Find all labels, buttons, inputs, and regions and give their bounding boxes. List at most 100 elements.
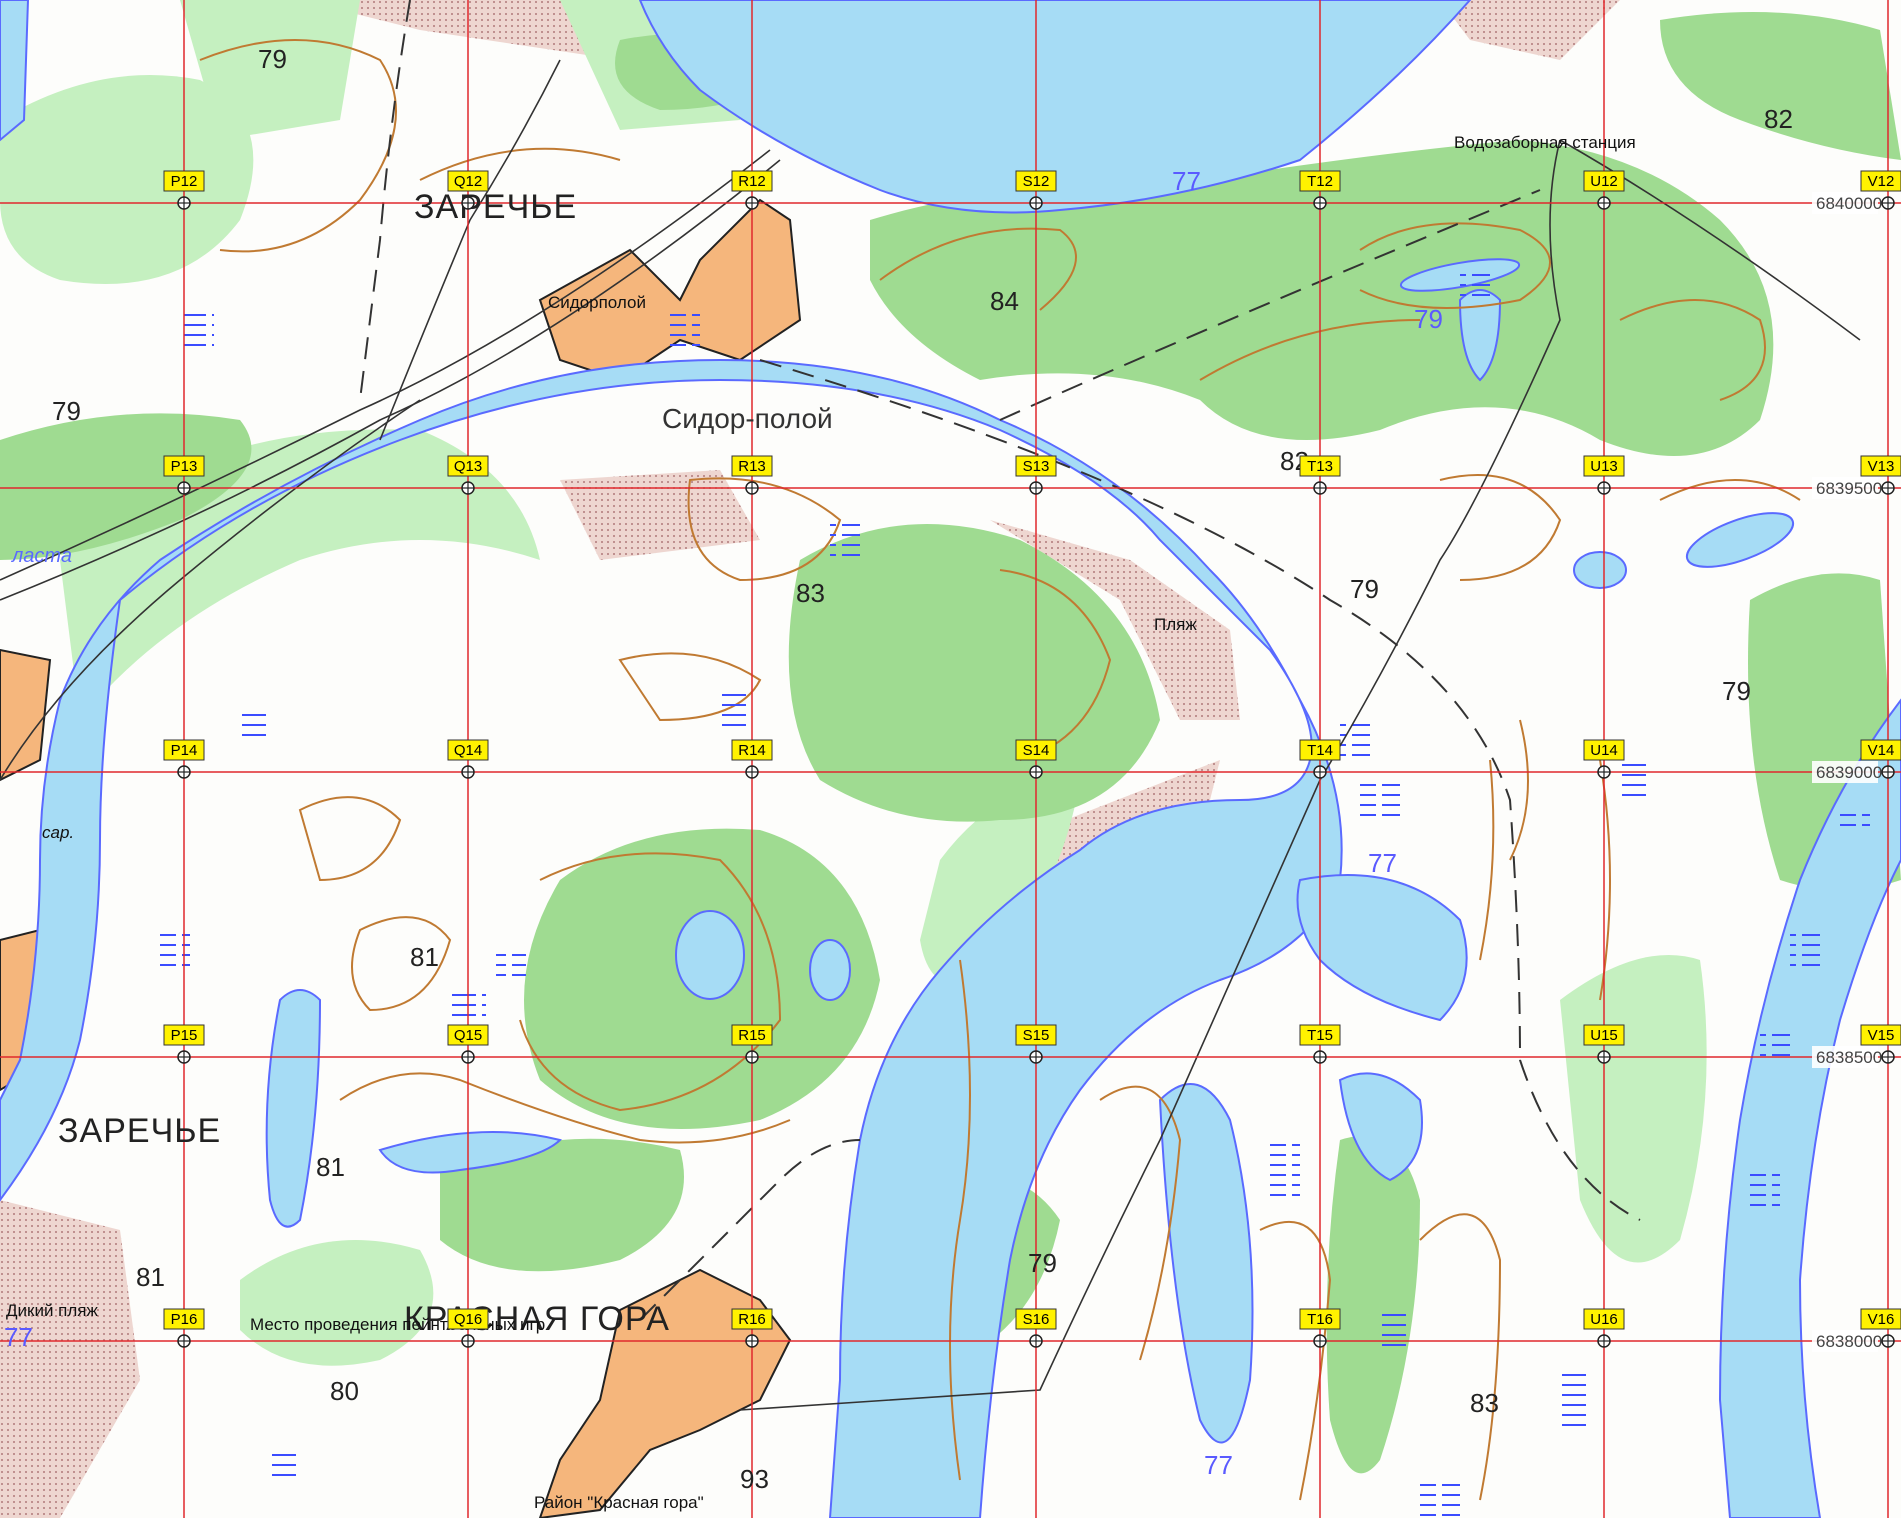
grid-cell-label-bg: [163, 455, 205, 477]
northing-label-text: 6840000: [1816, 194, 1882, 213]
grid-cell-label[interactable]: S13: [1015, 455, 1057, 495]
grid-cell-label[interactable]: Q13: [447, 455, 489, 495]
grid-cell-label-text: Q15: [454, 1027, 482, 1044]
grid-cell-label[interactable]: U13: [1583, 455, 1625, 495]
grid-cell-label-text: T13: [1307, 458, 1333, 475]
grid-cell-label[interactable]: R16: [731, 1308, 773, 1348]
water-level-label: 77: [1172, 166, 1201, 196]
grid-cell-label-text: R16: [738, 1311, 766, 1328]
settlement-label-zarechye-north: ЗАРЕЧЬЕ: [414, 188, 577, 226]
grid-cell-label-bg: [1015, 1024, 1057, 1046]
grid-cell-label[interactable]: T16: [1299, 1308, 1341, 1348]
grid-cell-label-text: V14: [1868, 742, 1895, 759]
northing-label: 6839500: [1812, 477, 1882, 499]
northing-label: 6839000: [1812, 761, 1882, 783]
grid-cell-label[interactable]: R12: [731, 170, 773, 210]
grid-cell-label-bg: [163, 1024, 205, 1046]
grid-cell-label-text: P14: [171, 742, 198, 759]
northing-label: 6840000: [1812, 192, 1882, 214]
grid-cell-label[interactable]: S12: [1015, 170, 1057, 210]
grid-cell-label[interactable]: P16: [163, 1308, 205, 1348]
poi-label-water-intake: Водозаборная станция: [1454, 133, 1636, 152]
northing-label-bg: [1812, 1330, 1878, 1352]
grid-cell-label[interactable]: T13: [1299, 455, 1341, 495]
grid-cell-label-bg: [1299, 739, 1341, 761]
roads: [0, 59, 1861, 1411]
grid-cell-label[interactable]: Q12: [447, 170, 489, 210]
poi-label-sar: сар.: [42, 823, 74, 842]
grid-cell-label[interactable]: P15: [163, 1024, 205, 1064]
northing-label-bg: [1812, 477, 1878, 499]
grid-cell-label-bg: [1860, 455, 1901, 477]
grid-cell-label[interactable]: U12: [1583, 170, 1625, 210]
grid-cell-label[interactable]: R15: [731, 1024, 773, 1064]
elevation-label: 83: [1470, 1388, 1499, 1418]
grid-cell-label[interactable]: Q14: [447, 739, 489, 779]
elevation-label: 83: [796, 578, 825, 608]
water-level-label: 77: [4, 1322, 33, 1352]
village-label-sidorpoloy: Сидорполой: [548, 293, 646, 312]
grid-cell-label[interactable]: U16: [1583, 1308, 1625, 1348]
grid-cell-label-bg: [731, 739, 773, 761]
grid-cell-label[interactable]: V12: [1860, 170, 1901, 210]
grid-cell-label-bg: [1583, 1024, 1625, 1046]
grid-cell-label[interactable]: Q15: [447, 1024, 489, 1064]
grid-cell-label[interactable]: P13: [163, 455, 205, 495]
grid-cell-label[interactable]: S15: [1015, 1024, 1057, 1064]
northing-label-text: 6839000: [1816, 763, 1882, 782]
grid-cell-label[interactable]: T14: [1299, 739, 1341, 779]
grid-cell-label-text: S13: [1023, 458, 1050, 475]
grid-cell-label[interactable]: T15: [1299, 1024, 1341, 1064]
grid-cell-label-text: V16: [1868, 1311, 1895, 1328]
grid-cell-label[interactable]: V15: [1860, 1024, 1901, 1064]
grid-cell-label-bg: [1860, 1024, 1901, 1046]
settlement-areas: [0, 198, 802, 1518]
contour-lines: [199, 39, 1801, 1501]
grid-cell-label-text: S16: [1023, 1311, 1050, 1328]
grid-cell-label[interactable]: V16: [1860, 1308, 1901, 1348]
poi-label-wild-beach: Дикий пляж: [6, 1301, 98, 1320]
elevation-label: 80: [330, 1376, 359, 1406]
grid-cell-label[interactable]: P12: [163, 170, 205, 210]
grid-cell-label-text: S15: [1023, 1027, 1050, 1044]
grid-cell-label-text: T12: [1307, 173, 1333, 190]
grid-cell-label-bg: [447, 1024, 489, 1046]
grid-cell-label-text: Q14: [454, 742, 482, 759]
water-level-label: 77: [1204, 1450, 1233, 1480]
grid-cell-label-bg: [1583, 455, 1625, 477]
grid-cell-label[interactable]: R14: [731, 739, 773, 779]
grid-cell-label[interactable]: S14: [1015, 739, 1057, 779]
grid-cell-label-bg: [163, 739, 205, 761]
grid-cell-label[interactable]: U15: [1583, 1024, 1625, 1064]
grid-cell-label[interactable]: U14: [1583, 739, 1625, 779]
elevation-label: 81: [410, 942, 439, 972]
grid-cell-label[interactable]: Q16: [447, 1308, 489, 1348]
stream-label: ласта: [11, 545, 72, 567]
grid-cell-label-bg: [1299, 1024, 1341, 1046]
northing-label-bg: [1812, 192, 1878, 214]
grid-cell-label[interactable]: S16: [1015, 1308, 1057, 1348]
grid-cell-label[interactable]: P14: [163, 739, 205, 779]
grid-cell-label-text: R14: [738, 742, 766, 759]
grid-cell-label[interactable]: V13: [1860, 455, 1901, 495]
northing-label-text: 6838000: [1816, 1332, 1882, 1351]
elevation-label: 79: [1028, 1248, 1057, 1278]
grid-cell-label-bg: [731, 1024, 773, 1046]
grid-cell-label-text: Q16: [454, 1311, 482, 1328]
grid-cell-label-text: S14: [1023, 742, 1050, 759]
grid-cell-label-text: Q12: [454, 173, 482, 190]
elevation-label: 84: [990, 286, 1019, 316]
water-level-label: 79: [1414, 304, 1443, 334]
grid-cell-label-text: P15: [171, 1027, 198, 1044]
grid-cell-label-text: U16: [1590, 1311, 1618, 1328]
grid-cell-label-bg: [1299, 455, 1341, 477]
northing-label-text: 6839500: [1816, 479, 1882, 498]
grid-cell-label[interactable]: R13: [731, 455, 773, 495]
grid-cell-label[interactable]: T12: [1299, 170, 1341, 210]
poi-label-krasnaya-gora-district: Район "Красная гора": [534, 1493, 704, 1512]
grid-cell-label[interactable]: V14: [1860, 739, 1901, 779]
river-label-sidor-poloy: Сидор-полой: [662, 403, 833, 434]
